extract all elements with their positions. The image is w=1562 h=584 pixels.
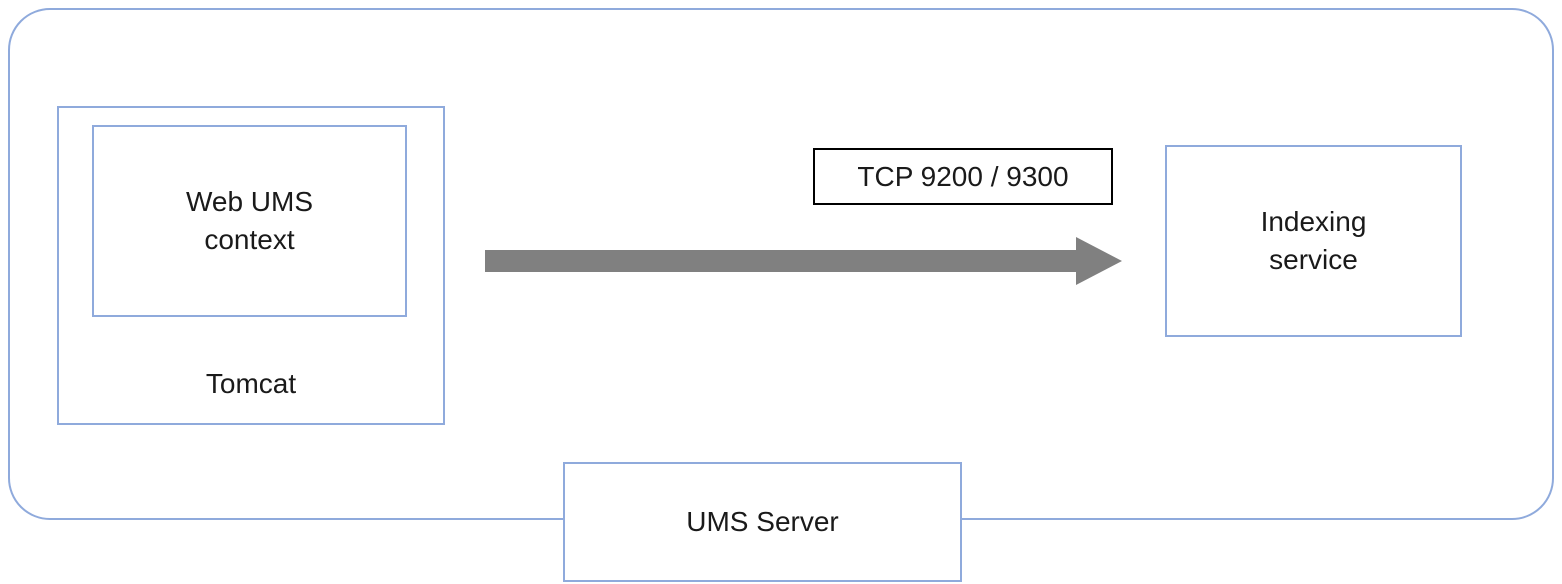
ums-server-label: UMS Server <box>686 506 839 538</box>
web-ums-context-label: Web UMS context <box>185 186 314 255</box>
indexing-service-label: Indexing service <box>1260 206 1367 275</box>
connection-arrow-head-icon <box>1076 237 1122 285</box>
tomcat-label: Tomcat <box>205 368 297 400</box>
ums-server-node: UMS Server <box>563 462 962 582</box>
connection-label: TCP 9200 / 9300 <box>857 160 1069 192</box>
connection-arrow-shaft <box>485 250 1078 272</box>
web-ums-context-node: Web UMS context <box>92 125 407 317</box>
connection-label-box: TCP 9200 / 9300 <box>813 148 1113 205</box>
indexing-service-node: Indexing service <box>1165 145 1462 337</box>
